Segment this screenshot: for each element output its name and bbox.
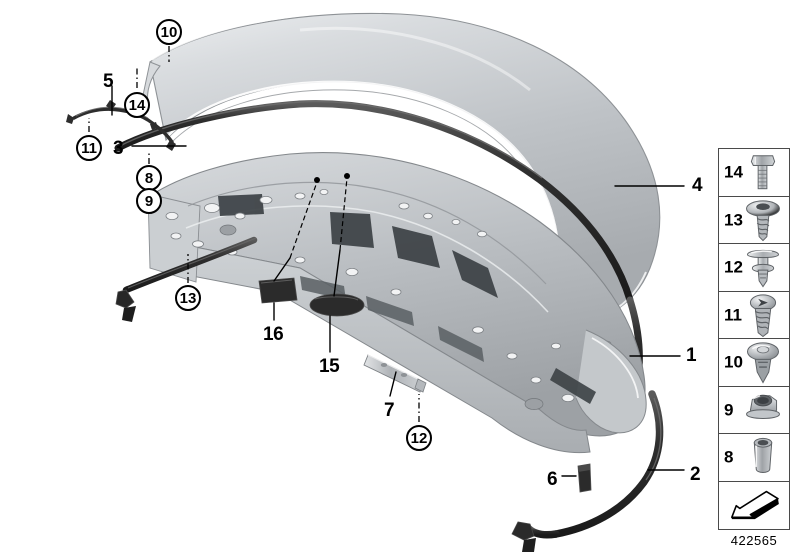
legend-row-13: 13 [719,197,789,244]
legend-number-12: 12 [724,257,743,277]
callout-8: 8 [136,165,162,191]
callout-16: 16 [263,324,284,345]
legend-row-11: 11 [719,292,789,339]
part-16-square-pad [258,277,298,304]
legend-number-8: 8 [724,447,734,467]
fastener-legend-panel: 14 13 12 11 10 9 8 [718,148,790,530]
callout-9: 9 [136,188,162,214]
dashed-leader-lines [88,46,420,422]
part-2-lower-seal [511,390,664,552]
legend-row-10: 10 [719,339,789,387]
callout-15: 15 [319,356,340,377]
part-3-upper-seal [114,100,643,394]
legend-footer-row [719,482,789,530]
callout-4: 4 [692,175,703,196]
callout-10: 10 [156,19,182,45]
round-head-screw-icon [740,292,786,339]
anchor-dot-leaders [289,177,348,259]
callout-11: 11 [76,135,102,161]
direction-arrow-icon [719,482,789,530]
legend-number-10: 10 [724,352,743,372]
part-6-plug [577,463,592,493]
legend-number-9: 9 [724,400,734,420]
diagram-part-number: 422565 [730,533,778,548]
part-13-side-seal [115,236,258,322]
callout-6: 6 [547,469,558,490]
legend-number-13: 13 [724,210,743,230]
hex-head-bolt-icon [740,149,786,196]
callout-14: 14 [124,92,150,118]
callout-7: 7 [384,400,395,421]
leader-lines [111,85,685,477]
part-15-oval-pad [309,293,365,317]
legend-row-8: 8 [719,434,789,482]
legend-row-14: 14 [719,149,789,197]
expanding-rivet-icon [740,339,786,386]
sleeve-bushing-icon [740,434,786,481]
flange-nut-icon [740,387,786,434]
callout-12: 12 [406,425,432,451]
legend-number-11: 11 [724,305,742,325]
part-7-bracket [363,354,427,393]
legend-number-14: 14 [724,162,743,182]
legend-row-12: 12 [719,244,789,292]
push-rivet-icon [740,244,786,291]
callout-13: 13 [175,285,201,311]
callout-3: 3 [113,138,124,159]
part-1-main-frame [147,152,647,454]
pan-head-screw-icon [740,197,786,244]
callout-5: 5 [103,71,114,92]
callout-2: 2 [690,464,701,485]
callout-1: 1 [686,345,697,366]
anchor-dots [314,173,350,183]
legend-row-9: 9 [719,387,789,434]
